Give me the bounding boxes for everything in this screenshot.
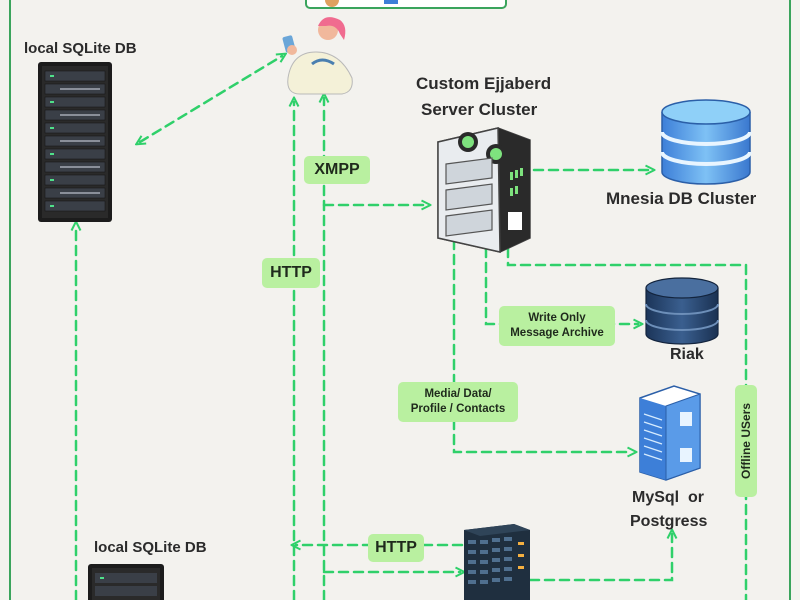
riak-label: Riak (670, 346, 704, 363)
sqlite-bottom-label: local SQLite DB (94, 539, 207, 556)
edge-ejabberd-riak (484, 246, 638, 324)
ejabberd-label-line1: Custom Ejjaberd (416, 74, 552, 93)
mysql-label-line1: MySql or (632, 489, 705, 506)
offline-users-pill: Offline USers (735, 385, 757, 497)
edge-ejabberd-mysql (452, 238, 632, 452)
top-card (305, 0, 507, 9)
ejabberd-server-icon (437, 127, 531, 253)
riak-db-icon (645, 277, 719, 345)
sqlite-rack-top-icon (38, 62, 112, 222)
xmpp-pill: XMPP (304, 156, 370, 184)
write-only-line2: Message Archive (510, 327, 604, 339)
user-phone-icon (282, 17, 353, 95)
ejabberd-label-line2: Server Cluster (421, 100, 538, 119)
server-tower-icon (464, 524, 530, 600)
http-pill-bottom: HTTP (368, 534, 424, 562)
edge-server-mysql (528, 534, 672, 582)
write-only-pill: Write Only Message Archive (499, 306, 615, 346)
mnesia-db-icon (660, 99, 752, 185)
edge-user-sqlite (140, 56, 282, 142)
write-only-line1: Write Only (528, 312, 586, 324)
mnesia-label: Mnesia DB Cluster (606, 189, 757, 208)
media-line1: Media/ Data/ (424, 388, 492, 400)
mysql-server-icon (639, 385, 701, 481)
sqlite-rack-bottom-icon (88, 564, 164, 600)
diagram-frame (9, 0, 791, 600)
media-line2: Profile / Contacts (410, 403, 506, 415)
http-pill-main: HTTP (262, 258, 320, 288)
sqlite-top-label: local SQLite DB (24, 40, 137, 57)
mysql-label-line2: Postgress (630, 513, 708, 530)
media-data-pill: Media/ Data/ Profile / Contacts (398, 382, 518, 422)
